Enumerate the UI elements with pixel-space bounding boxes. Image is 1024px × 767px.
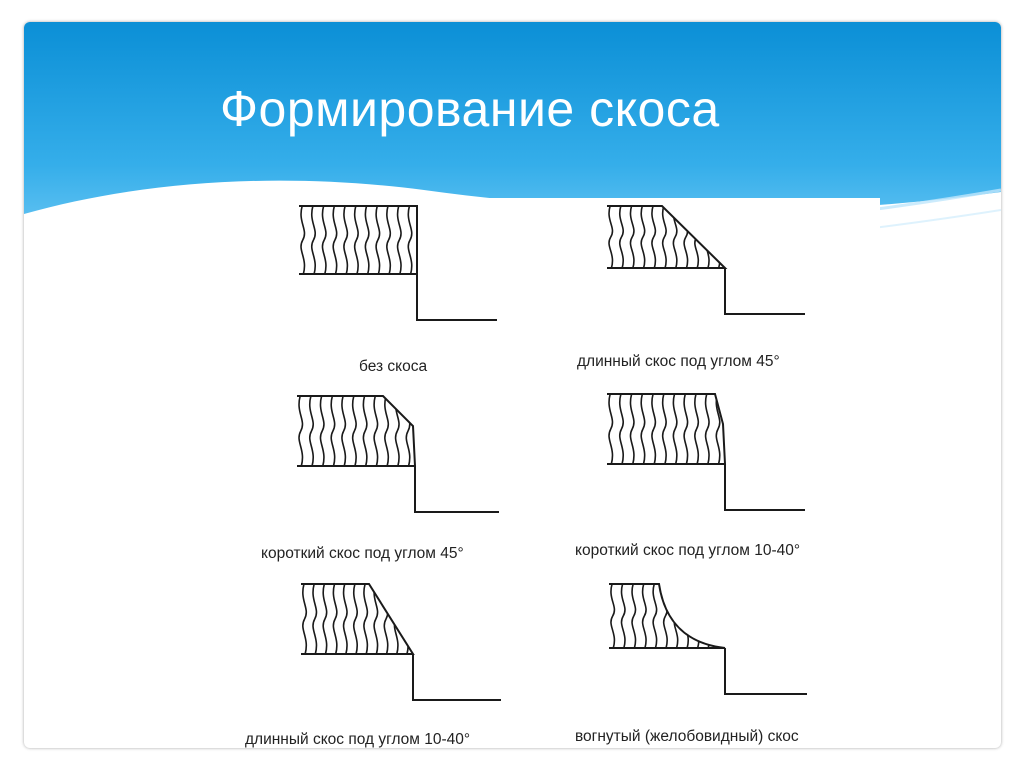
skin-line (724, 268, 805, 315)
hair-strand (727, 582, 730, 650)
hair-strand (405, 396, 411, 466)
hair-strand (651, 206, 657, 268)
panel-short-bevel-10-40 (607, 392, 805, 511)
hair-strand (373, 396, 379, 466)
hair-strand (683, 394, 689, 464)
hair-strand (661, 394, 667, 464)
hair-strand (652, 584, 658, 648)
panel-concave-bevel (609, 582, 807, 695)
hair-strand (618, 394, 624, 464)
panel-no-bevel (299, 204, 497, 321)
hair-strand (300, 206, 306, 274)
hair-strand (364, 206, 370, 274)
hair-strand (704, 394, 710, 464)
hair-strand (341, 396, 347, 466)
hair-strand (705, 584, 711, 648)
slide-title: Формирование скоса (220, 81, 720, 137)
hair-strand (396, 206, 402, 274)
hair-strand (631, 584, 637, 648)
hair-strand (351, 396, 357, 466)
skin-line (414, 466, 499, 513)
hair-strand (386, 206, 392, 274)
hair-strand (715, 584, 721, 648)
hair-strand (302, 584, 308, 654)
hair-strand (319, 396, 325, 466)
hair-strand (704, 206, 710, 268)
hair-strand (384, 396, 390, 466)
hair-strand (629, 206, 635, 268)
hair-strand (694, 206, 700, 268)
hair-strand (321, 206, 327, 274)
hair-strand (394, 396, 400, 466)
hair-strand (417, 394, 420, 468)
hair-strand (375, 206, 381, 274)
hair-strand (673, 584, 679, 648)
skin-line (412, 654, 501, 701)
hair-strand (363, 584, 369, 654)
hair-strand (727, 204, 730, 270)
hair-strand (640, 206, 646, 268)
panel-long-bevel-45 (607, 204, 805, 315)
hair-outline (301, 583, 415, 655)
hair-strand (352, 584, 358, 654)
hair-strand (610, 584, 616, 648)
panel-long-bevel-10-40 (301, 582, 501, 701)
hair-strand (608, 206, 614, 268)
hair-strand (684, 584, 689, 648)
hair-strand (662, 584, 668, 648)
hair-strand (727, 392, 730, 466)
hair-strand (608, 394, 614, 464)
hair-strand (330, 396, 336, 466)
hair-outline (299, 205, 418, 275)
hair-strand (629, 394, 635, 464)
caption-long-bevel-10-40: длинный скос под углом 10-40° (245, 731, 471, 748)
bevel-diagram: без скоса длинный скос под углом 45° кор… (245, 198, 880, 748)
hair-strand (310, 206, 316, 274)
hair-outline (609, 583, 726, 649)
hair-strand (308, 396, 314, 466)
hair-strand (640, 394, 646, 464)
slide: Формирование скоса без скоса длинный ско… (24, 22, 1001, 748)
hair-strand (415, 582, 418, 656)
hair-strand (683, 206, 689, 268)
skin-line (416, 274, 497, 321)
hair-strand (618, 206, 624, 268)
hair-strand (342, 584, 348, 654)
caption-long-bevel-45: длинный скос под углом 45° (577, 353, 780, 370)
hair-strand (407, 206, 413, 274)
hair-strand (641, 584, 647, 648)
panel-short-bevel-45 (297, 394, 499, 513)
hair-strand (332, 584, 338, 654)
hair-strand (343, 206, 349, 274)
caption-concave-bevel: вогнутый (желобовидный) скос (575, 728, 799, 745)
hair-strand (694, 394, 700, 464)
hair-outline (607, 393, 727, 465)
hair-strand (373, 584, 379, 654)
hair-outline (297, 395, 417, 467)
caption-short-bevel-45: короткий скос под углом 45° (261, 545, 464, 562)
hair-strand (419, 204, 422, 276)
hair-strand (620, 584, 626, 648)
hair-strand (715, 394, 721, 464)
skin-line (724, 464, 805, 511)
caption-no-bevel: без скоса (359, 358, 428, 375)
hair-strand (661, 206, 667, 268)
hair-strand (651, 394, 657, 464)
hair-strand (672, 206, 678, 268)
caption-short-bevel-10-40: короткий скос под углом 10-40° (575, 542, 801, 559)
skin-line (724, 648, 807, 695)
hair-strand (362, 396, 368, 466)
hair-strand (322, 584, 328, 654)
hair-strand (383, 584, 389, 654)
hair-outline (607, 205, 728, 269)
hair-strand (393, 584, 399, 654)
hair-strand (353, 206, 359, 274)
hair-strand (298, 396, 304, 466)
hair-strand (312, 584, 318, 654)
hair-strand (332, 206, 338, 274)
hair-strand (672, 394, 678, 464)
